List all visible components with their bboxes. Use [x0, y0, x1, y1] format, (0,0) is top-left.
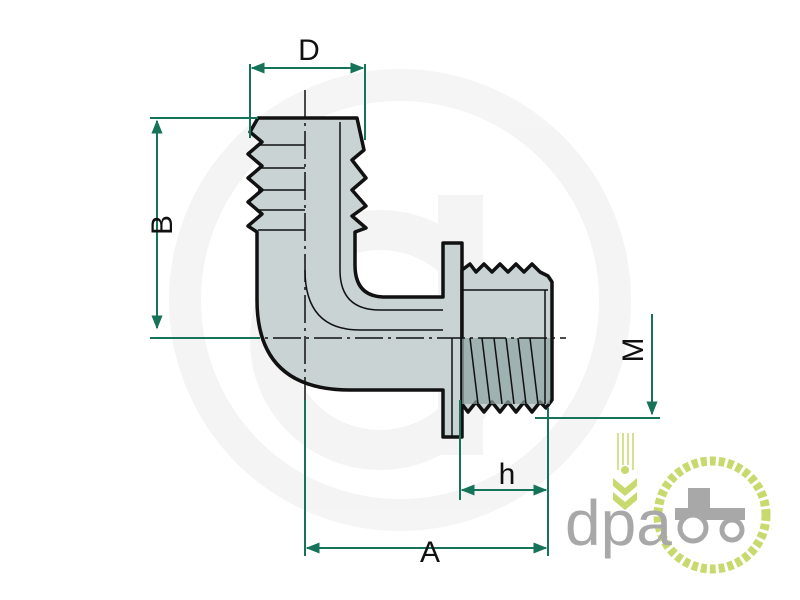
label-M: M [617, 338, 650, 363]
tractor-icon [675, 488, 745, 544]
label-D: D [298, 34, 320, 67]
elbow-body [246, 116, 464, 439]
dimension-M: M [535, 314, 660, 419]
internal-lines [258, 122, 548, 437]
dpa-logo: dpa [565, 433, 771, 574]
dimension-D: D [249, 34, 366, 140]
label-h: h [499, 458, 516, 491]
logo-text: dpa [565, 487, 672, 559]
dimension-h: h [459, 400, 549, 556]
dimension-B: B [146, 117, 260, 339]
wheat-icon [613, 433, 637, 510]
dimension-A: A [304, 400, 548, 569]
label-B: B [146, 215, 179, 235]
label-A: A [420, 536, 440, 569]
elbow-fitting [150, 90, 566, 439]
logo-gear-ring [653, 456, 771, 574]
